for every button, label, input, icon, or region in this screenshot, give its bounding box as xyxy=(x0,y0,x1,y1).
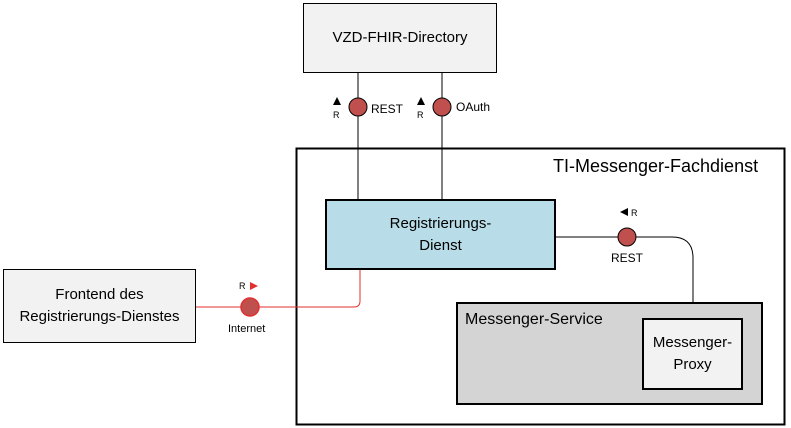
proxy-label-line1: Messenger- xyxy=(652,334,733,351)
internet-interface-icon xyxy=(240,297,260,317)
rest-proxy-interface-icon xyxy=(617,227,637,247)
registrierung-label-line2: Dienst xyxy=(419,236,462,254)
proxy-label-line2: Proxy xyxy=(673,356,712,373)
right-arrow-icon xyxy=(250,282,258,290)
internet-label: Internet xyxy=(228,323,266,335)
frontend-label-line1: Frontend des xyxy=(55,286,144,303)
up-arrow-icon xyxy=(333,97,341,105)
r-marker: R xyxy=(239,281,246,291)
rest-vzd-interface-icon xyxy=(348,97,368,117)
left-arrow-icon xyxy=(620,208,628,216)
rest-proxy-label: REST xyxy=(611,251,644,265)
r-marker: R xyxy=(417,110,424,120)
registrierungs-dienst-node: Registrierungs- Dienst xyxy=(325,199,556,270)
r-marker: R xyxy=(333,110,340,120)
internet-line xyxy=(196,270,361,308)
frontend-label-line2: Registrierungs-Dienstes xyxy=(19,308,180,325)
frontend-node: Frontend des Registrierungs-Dienstes xyxy=(3,269,196,343)
vzd-label: VZD-FHIR-Directory xyxy=(332,29,468,46)
oauth-vzd-interface-icon xyxy=(432,97,452,117)
registrierung-label-line1: Registrierungs- xyxy=(389,214,492,232)
rest-proxy-line xyxy=(556,236,694,318)
vzd-fhir-directory-node: VZD-FHIR-Directory xyxy=(303,3,497,73)
fachdienst-title: TI-Messenger-Fachdienst xyxy=(553,156,759,176)
messenger-proxy-node: Messenger- Proxy xyxy=(642,318,743,390)
messenger-service-label: Messenger-Service xyxy=(465,311,603,328)
up-arrow-icon xyxy=(417,97,425,105)
oauth-vzd-label: OAuth xyxy=(456,100,491,114)
r-marker: R xyxy=(631,208,638,218)
rest-vzd-label: REST xyxy=(371,102,404,116)
